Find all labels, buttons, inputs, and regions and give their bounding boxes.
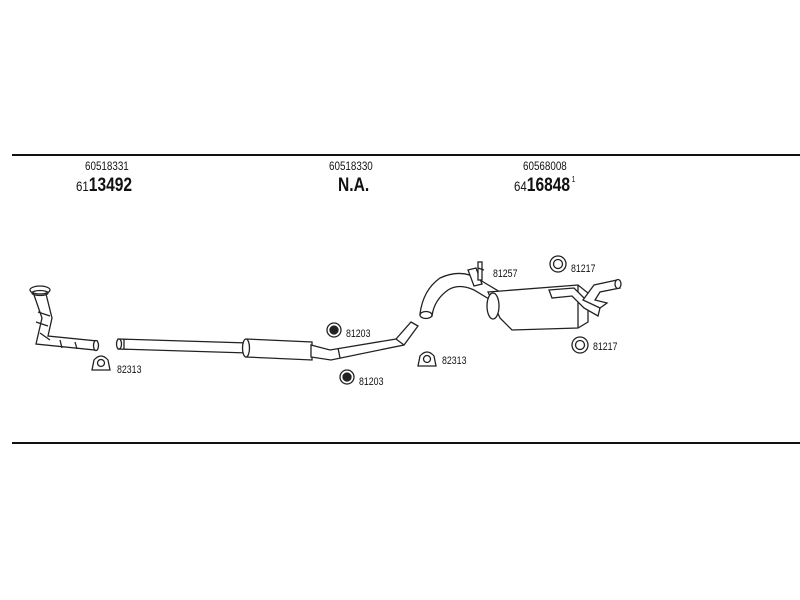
code-clamp-middle: 82313 (442, 355, 467, 367)
code-clamp-front: 82313 (117, 364, 142, 376)
rubber-ring-rear-bottom-icon (571, 336, 589, 354)
part-number-middle: N.A. (338, 175, 370, 196)
middle-pipe (115, 321, 419, 361)
code-ring-rear-bottom: 81217 (593, 341, 618, 353)
part-main-rear: 16848 (526, 175, 571, 196)
part-prefix-rear: 64 (514, 178, 527, 194)
part-main-front: 13492 (88, 175, 133, 196)
hanger-rear-icon (477, 261, 485, 281)
rubber-ring-rear-top-icon (549, 255, 567, 273)
code-ring-upper: 81203 (346, 328, 371, 340)
oe-number-rear: 60568008 (523, 159, 567, 173)
rear-silencer (419, 267, 622, 331)
oe-number-middle: 60518330 (329, 159, 373, 173)
code-ring-rear-top: 81217 (571, 263, 596, 275)
clamp-front-icon (91, 355, 111, 371)
code-hanger-rear: 81257 (493, 268, 518, 280)
clamp-middle-icon (417, 351, 437, 367)
oe-number-front: 60518331 (85, 159, 129, 173)
front-pipe (29, 285, 100, 352)
code-ring-lower: 81203 (359, 376, 384, 388)
rubber-ring-upper-icon (326, 322, 342, 338)
part-prefix-front: 61 (76, 178, 89, 194)
rubber-ring-lower-icon (339, 369, 355, 385)
part-number-front: 6113492 (76, 175, 132, 197)
part-superscript-rear: 1 (571, 175, 576, 184)
